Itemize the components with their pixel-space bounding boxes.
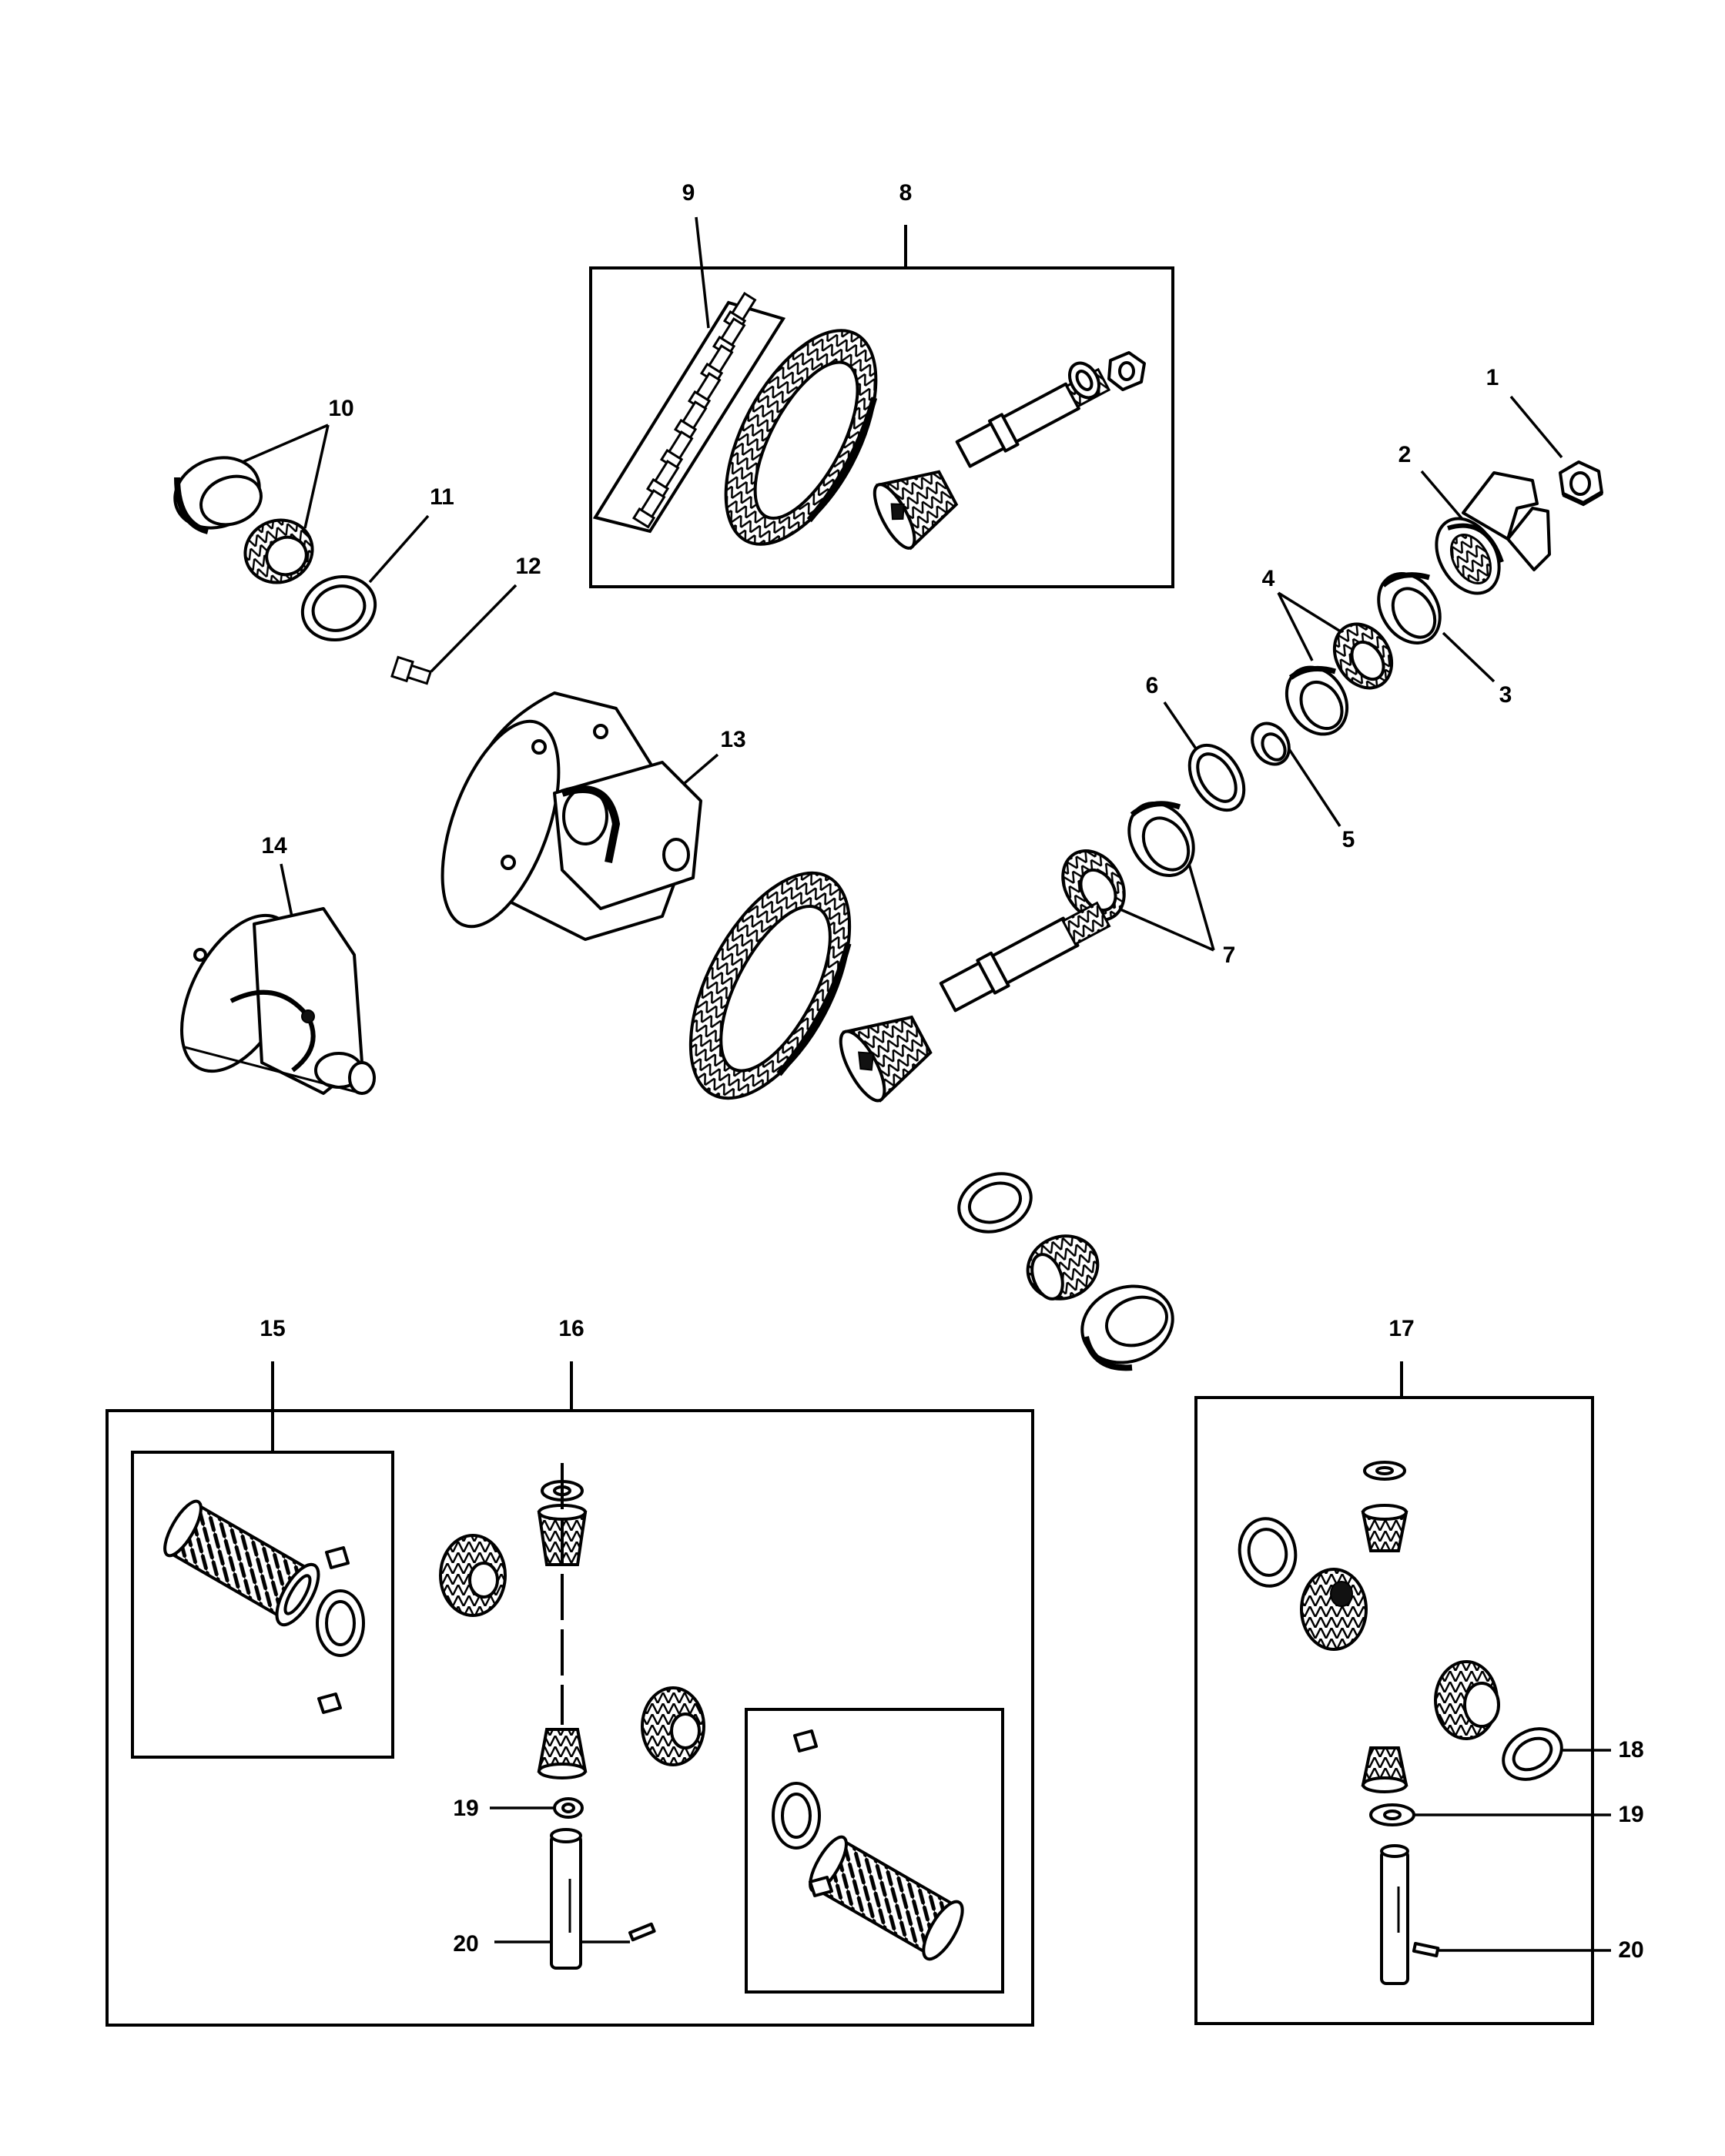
callout-7: 7 <box>1223 942 1236 968</box>
outer-bearing-cup-2 <box>1285 665 1349 736</box>
callout-12: 12 <box>515 554 541 579</box>
callout-13: 13 <box>720 727 745 752</box>
pinion-thrust-washer <box>1369 1803 1415 1826</box>
callout-19-right: 19 <box>1618 1802 1643 1827</box>
inner-bearing-cone <box>1061 849 1126 922</box>
differential-case-assembly <box>180 907 376 1095</box>
ring-gear <box>688 871 852 1100</box>
callout-15: 15 <box>260 1316 285 1341</box>
outer-bearing-cup <box>1377 572 1442 644</box>
callout-19-left: 19 <box>453 1796 478 1821</box>
pinion-oil-seal-kit <box>1068 361 1100 400</box>
drive-pinion-kit <box>873 367 1111 551</box>
bolt-set-frame <box>592 300 786 534</box>
gear-kit <box>1238 1461 1500 1793</box>
pinion-nut-kit <box>1107 351 1146 391</box>
differential-shim <box>300 574 377 642</box>
callout-20-right: 20 <box>1618 1937 1643 1963</box>
gear-kit-frame <box>1194 1361 1594 2025</box>
callout-10: 10 <box>328 396 353 421</box>
differential-bearing-cone <box>243 518 314 584</box>
callout-20-left: 20 <box>453 1931 478 1957</box>
ring-gear-bolt-set <box>631 292 757 529</box>
callout-11: 11 <box>430 484 454 510</box>
callout-18: 18 <box>1618 1737 1643 1763</box>
callout-5: 5 <box>1342 827 1355 852</box>
inner-bearing-cup <box>1127 801 1195 877</box>
clutch-pack <box>163 1499 365 1714</box>
ring-pinion-kit-frame <box>589 225 1174 588</box>
callout-2: 2 <box>1398 442 1412 467</box>
thrust-washer <box>1502 1727 1563 1781</box>
pinion-shim <box>1187 743 1246 812</box>
clutch-pack-frame <box>131 1361 394 1759</box>
differential-case <box>440 691 702 941</box>
side-gear-kit <box>439 1534 705 1766</box>
differential-kit-frame <box>106 1361 1034 2027</box>
clutch-pack-2 <box>772 1729 964 1961</box>
pinion-mate-gears-kit <box>537 1463 588 1970</box>
callout-1: 1 <box>1486 365 1499 390</box>
drive-pinion <box>839 901 1111 1103</box>
lock-pin <box>1412 1942 1440 1958</box>
collapsible-spacer <box>1251 721 1291 766</box>
pinion-bearing-cone <box>1026 1234 1100 1301</box>
differential-bearing-cup <box>173 456 263 534</box>
callout-labels: 1 2 3 4 5 6 7 8 9 10 11 12 13 14 15 16 1… <box>260 180 1643 1963</box>
clutch-pack-frame-2 <box>745 1708 1004 1994</box>
pinion-nut <box>1559 460 1603 507</box>
callout-14: 14 <box>261 833 287 859</box>
roll-pin <box>628 1922 656 1942</box>
pinion-yoke <box>1435 471 1551 595</box>
outer-bearing-cone <box>1332 622 1394 690</box>
callout-6: 6 <box>1146 673 1159 698</box>
callout-3: 3 <box>1499 682 1512 708</box>
pinion-depth-shim <box>957 1172 1033 1234</box>
ring-gear-bolt <box>390 655 433 685</box>
callout-17: 17 <box>1388 1316 1414 1341</box>
pinion-shaft <box>1380 1844 1409 1985</box>
callout-4: 4 <box>1262 566 1275 591</box>
pinion-bearing-cup <box>1080 1284 1174 1371</box>
callout-16: 16 <box>558 1316 584 1341</box>
callout-8: 8 <box>899 180 913 206</box>
ring-gear-kit <box>724 329 878 546</box>
callout-9: 9 <box>682 180 695 206</box>
